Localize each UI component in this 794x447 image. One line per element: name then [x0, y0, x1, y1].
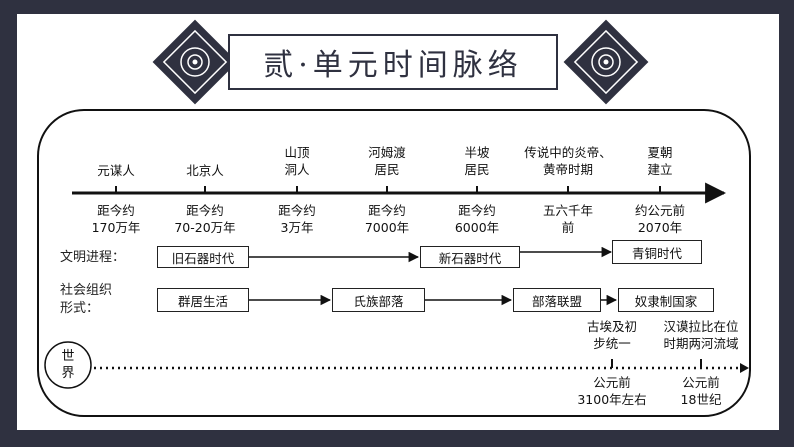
left-ornament-icon	[152, 19, 238, 105]
timeline-event: 半坡 居民	[464, 145, 490, 177]
society-label: 社会组织 形式：	[60, 283, 113, 316]
title-box: 贰·单元时间脉络	[228, 34, 558, 90]
timeline-event: 山顶 洞人	[284, 145, 310, 177]
timeline-time: 距今约 170万年	[91, 203, 141, 235]
timeline-event: 河姆渡 居民	[368, 145, 406, 177]
stage-box: 旧石器时代	[157, 246, 249, 268]
content-frame	[37, 109, 751, 417]
right-ornament-icon	[563, 19, 649, 105]
world-label: 世 界	[61, 349, 75, 381]
timeline-event: 夏朝 建立	[647, 145, 673, 177]
stage-box: 奴隶制国家	[618, 288, 714, 312]
timeline-event: 元谋人	[97, 163, 135, 178]
world-event: 古埃及初 步统一	[586, 319, 637, 351]
stage-box: 群居生活	[157, 288, 249, 312]
stage-box: 新石器时代	[420, 246, 520, 268]
timeline-time: 距今约 3万年	[278, 203, 316, 235]
world-time: 公元前 3100年左右	[577, 375, 647, 407]
timeline-event: 北京人	[186, 163, 224, 178]
stage-box: 部落联盟	[513, 288, 601, 312]
timeline-ticks	[115, 186, 661, 193]
world-event: 汉谟拉比在位 时期两河流域	[663, 319, 739, 351]
timeline-time: 距今约 70-20万年	[174, 203, 236, 235]
timeline-time: 约公元前 2070年	[634, 203, 685, 235]
slide-title: 贰·单元时间脉络	[263, 48, 523, 83]
timeline-time: 距今约 7000年	[364, 203, 410, 235]
world-badge	[44, 341, 92, 389]
civilization-label: 文明进程：	[60, 250, 126, 265]
timeline-event: 传说中的炎帝、 黄帝时期	[524, 145, 612, 177]
timeline-time: 距今约 6000年	[454, 203, 500, 235]
world-arrowhead-icon	[740, 363, 749, 373]
timeline-time: 五六千年 前	[542, 203, 593, 235]
world-time: 公元前 18世纪	[680, 375, 722, 407]
stage-box: 氏族部落	[332, 288, 425, 312]
stage-box: 青铜时代	[612, 240, 702, 264]
